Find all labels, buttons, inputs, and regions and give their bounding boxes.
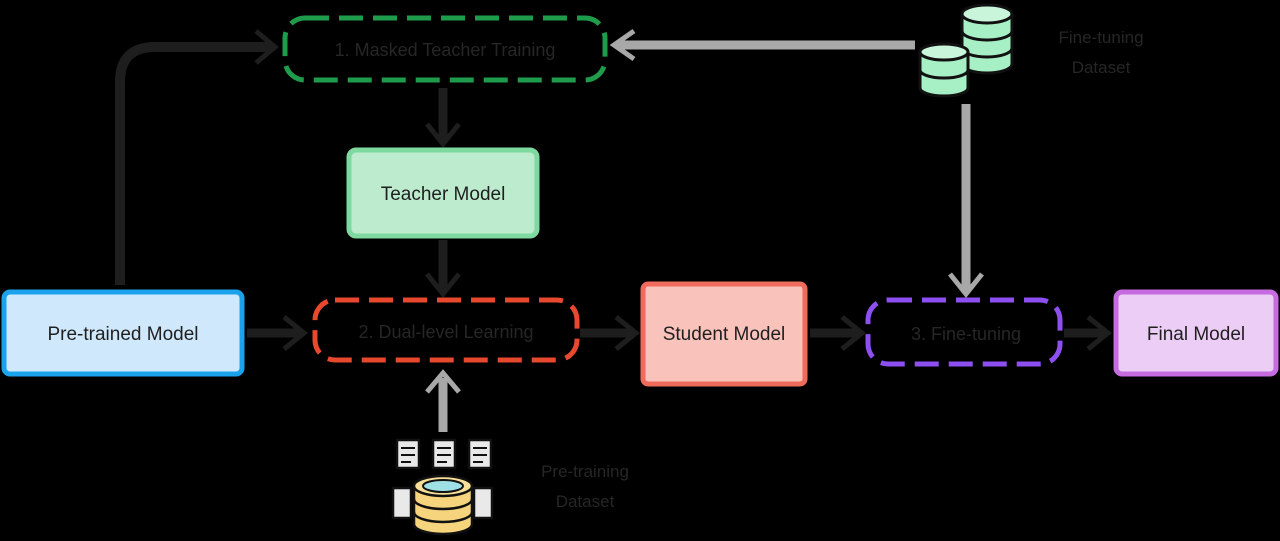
svg-text:Pre-training: Pre-training	[541, 462, 629, 481]
step-dual-level-learning: 2. Dual-level Learning	[312, 297, 580, 363]
node-teacher-model: Teacher Model	[346, 147, 540, 239]
finetuning-dataset-icon	[918, 3, 1014, 98]
step-masked-teacher-training: 1. Masked Teacher Training	[282, 15, 608, 83]
pretraining-dataset-label: Pre-training Dataset	[541, 462, 629, 511]
pretraining-dataset-icon	[391, 438, 494, 536]
final-model-label: Final Model	[1147, 324, 1245, 345]
arrowhead-teacher	[425, 122, 461, 149]
node-student-model: Student Model	[640, 281, 808, 387]
node-pretrained-model: Pre-trained Model	[1, 289, 245, 377]
connector-pretrained-to-step1	[115, 42, 272, 285]
step-fine-tuning: 3. Fine-tuning	[865, 297, 1063, 367]
arrowhead-step2-bottom	[425, 369, 461, 394]
arrowhead-final	[1086, 315, 1113, 351]
arrowhead-step3-left	[840, 315, 867, 351]
arrowhead-student	[614, 315, 641, 351]
arrowhead-step3-top	[948, 272, 984, 299]
student-model-label: Student Model	[663, 324, 786, 345]
step3-label: 3. Fine-tuning	[911, 324, 1021, 344]
arrowhead-step1-left	[254, 29, 279, 65]
arrowhead-step1-right	[609, 28, 636, 62]
node-final-model: Final Model	[1113, 289, 1279, 377]
teacher-model-label: Teacher Model	[381, 184, 506, 205]
arrowhead-step2-left	[282, 315, 309, 351]
step2-label: 2. Dual-level Learning	[358, 322, 533, 342]
connectors	[115, 28, 1113, 432]
svg-text:Dataset: Dataset	[556, 492, 615, 511]
svg-text:Dataset: Dataset	[1072, 58, 1131, 77]
pretrained-model-label: Pre-trained Model	[47, 324, 198, 345]
arrowhead-step2-top	[425, 272, 461, 299]
finetuning-dataset-label: Fine-tuning Dataset	[1058, 28, 1143, 77]
svg-text:Fine-tuning: Fine-tuning	[1058, 28, 1143, 47]
step1-label: 1. Masked Teacher Training	[335, 40, 556, 60]
